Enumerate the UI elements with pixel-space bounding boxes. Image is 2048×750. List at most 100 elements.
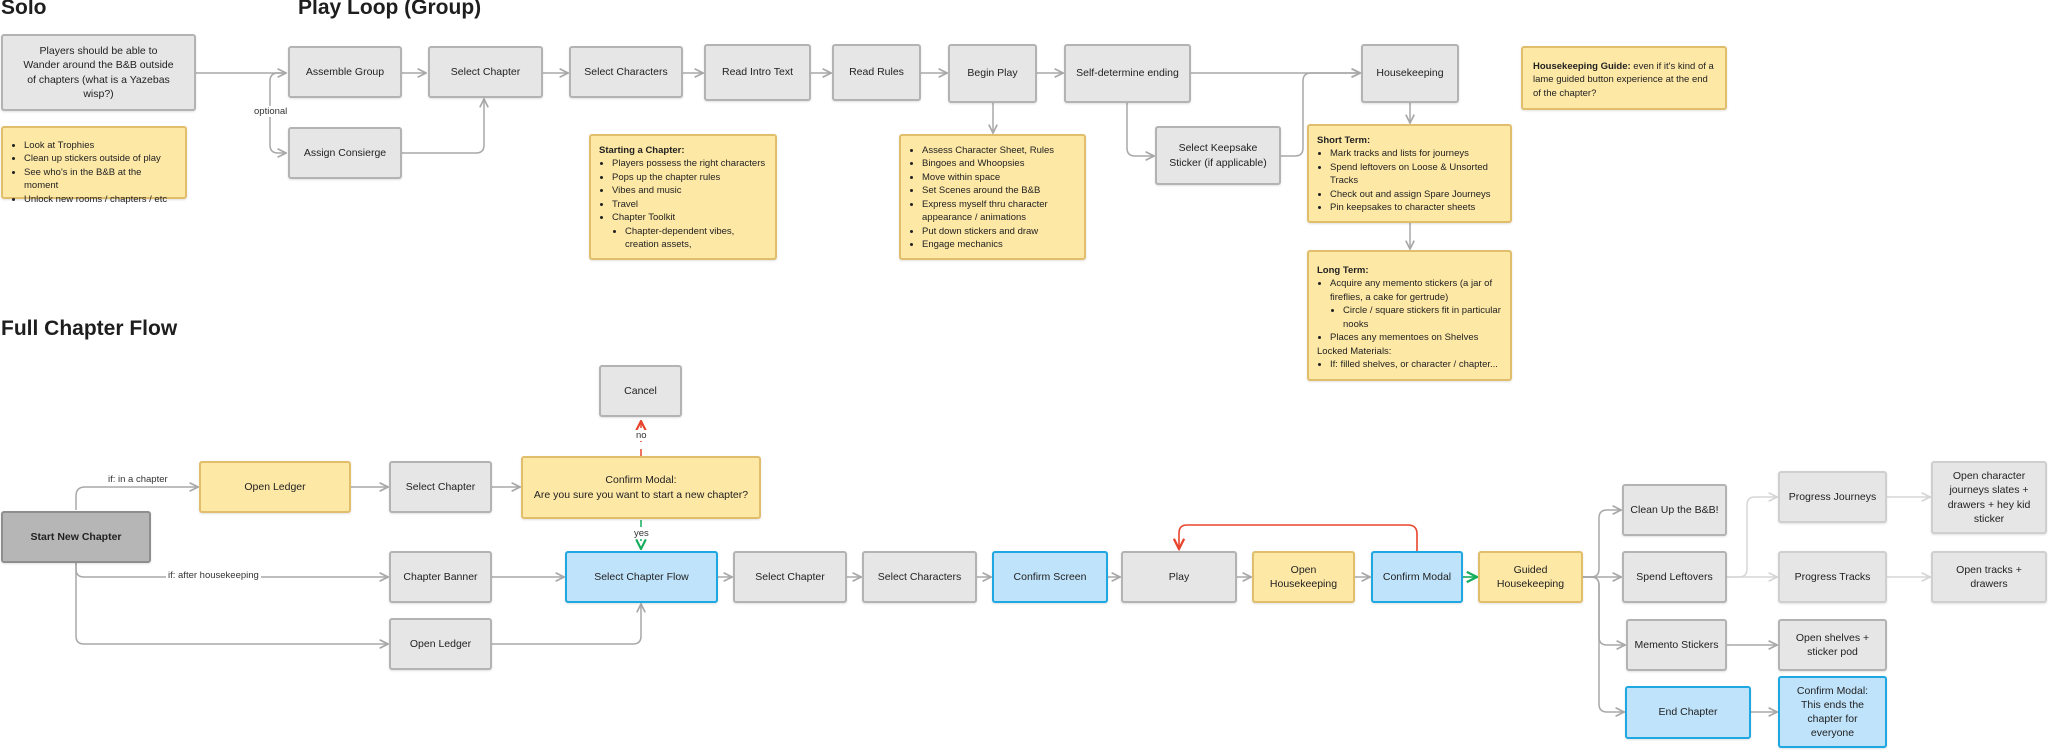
- housekeeping-node[interactable]: Housekeeping: [1361, 44, 1459, 103]
- begin-play-notes-list: Assess Character Sheet, Rules Bingoes an…: [909, 144, 1076, 252]
- select-chapter-node[interactable]: Select Chapter: [428, 46, 543, 98]
- assemble-group-node[interactable]: Assemble Group: [288, 46, 402, 98]
- starting-chapter-list: Players possess the right characters Pop…: [599, 157, 767, 251]
- housekeeping-guide-note[interactable]: Housekeeping Guide: even if it's kind of…: [1521, 46, 1727, 110]
- solo-note-item: Unlock new rooms / chapters / etc: [24, 193, 177, 206]
- spend-leftovers-node[interactable]: Spend Leftovers: [1622, 551, 1727, 603]
- memento-stickers-node[interactable]: Memento Stickers: [1626, 619, 1727, 671]
- edge-confirmmodal-back-to-play: [1179, 524, 1418, 551]
- begin-play-notes[interactable]: Assess Character Sheet, Rules Bingoes an…: [899, 134, 1086, 260]
- locked-materials-item: If: filled shelves, or character / chapt…: [1330, 358, 1502, 371]
- edge-guided-to-end: [1583, 576, 1624, 712]
- assign-consierge-node[interactable]: Assign Consierge: [288, 127, 402, 179]
- long-term-list: Acquire any memento stickers (a jar of f…: [1317, 277, 1502, 344]
- select-keepsake-node[interactable]: Select Keepsake Sticker (if applicable): [1155, 126, 1281, 185]
- open-ledger-node[interactable]: Open Ledger: [199, 461, 351, 513]
- select-chapter-flow-node[interactable]: Select Chapter Flow: [565, 551, 718, 603]
- short-term-item: Pin keepsakes to character sheets: [1330, 201, 1502, 214]
- starting-chapter-item: Vibes and music: [612, 184, 767, 197]
- solo-note-item: See who's in the B&B at the moment: [24, 166, 177, 193]
- starting-chapter-item: Travel: [612, 198, 767, 211]
- long-term-item: Places any mementoes on Shelves: [1330, 331, 1502, 344]
- starting-chapter-subitem: Chapter-dependent vibes, creation assets…: [625, 225, 767, 252]
- confirm-start-modal-title: Confirm Modal:: [605, 474, 677, 487]
- solo-notes[interactable]: Look at Trophies Clean up stickers outsi…: [1, 126, 187, 205]
- short-term-list: Mark tracks and lists for journeys Spend…: [1317, 147, 1502, 214]
- starting-chapter-item-label: Chapter Toolkit: [612, 212, 676, 224]
- solo-notes-list: Look at Trophies Clean up stickers outsi…: [11, 139, 177, 206]
- long-term-item: Acquire any memento stickers (a jar of f…: [1330, 277, 1502, 331]
- confirm-start-modal-text: Are you sure you want to start a new cha…: [533, 488, 749, 501]
- edge-openledger2-to-flow: [492, 604, 641, 645]
- open-shelves-node[interactable]: Open shelves + sticker pod: [1778, 619, 1887, 671]
- progress-journeys-node[interactable]: Progress Journeys: [1778, 471, 1887, 523]
- begin-play-note-item: Express myself thru character appearance…: [922, 198, 1076, 225]
- starting-chapter-item: Players possess the right characters: [612, 157, 767, 170]
- open-ledger-node-2[interactable]: Open Ledger: [389, 618, 492, 670]
- begin-play-note-item: Assess Character Sheet, Rules: [922, 144, 1076, 157]
- long-term-note[interactable]: Long Term: Acquire any memento stickers …: [1307, 250, 1512, 381]
- self-determine-ending-node[interactable]: Self-determine ending: [1064, 44, 1191, 103]
- guided-housekeeping-node[interactable]: Guided Housekeeping: [1478, 551, 1583, 603]
- select-chapter-node-3[interactable]: Select Chapter: [733, 551, 847, 603]
- heading-solo: Solo: [1, 0, 47, 19]
- confirm-start-modal-node[interactable]: Confirm Modal: Are you sure you want to …: [521, 456, 761, 519]
- begin-play-node[interactable]: Begin Play: [948, 44, 1037, 103]
- edge-selfdetermine-to-keepsake: [1126, 103, 1154, 156]
- short-term-title: Short Term:: [1317, 135, 1371, 146]
- confirm-end-modal-text: This ends the chapter for everyone: [1800, 698, 1865, 740]
- confirm-modal-node[interactable]: Confirm Modal: [1371, 551, 1463, 603]
- clean-up-node[interactable]: Clean Up the B&B!: [1622, 484, 1727, 536]
- confirm-screen-node[interactable]: Confirm Screen: [992, 551, 1108, 603]
- select-chapter-node-2[interactable]: Select Chapter: [389, 461, 492, 513]
- yes-label: yes: [632, 528, 651, 539]
- short-term-item: Spend leftovers on Loose & Unsorted Trac…: [1330, 161, 1502, 188]
- long-term-title: Long Term:: [1317, 265, 1369, 276]
- edge-guided-to-cleanup: [1583, 510, 1621, 578]
- housekeeping-guide-title: Housekeeping Guide:: [1533, 61, 1631, 72]
- read-rules-node[interactable]: Read Rules: [832, 44, 921, 101]
- select-characters-node[interactable]: Select Characters: [569, 46, 683, 98]
- starting-chapter-item: Pops up the chapter rules: [612, 171, 767, 184]
- begin-play-note-item: Put down stickers and draw: [922, 225, 1076, 238]
- confirm-end-modal-node[interactable]: Confirm Modal: This ends the chapter for…: [1778, 676, 1887, 748]
- no-label: no: [634, 430, 649, 441]
- housekeeping-guide-text: even if it's kind of a lame guided butto…: [1533, 61, 1714, 99]
- long-term-subitem: Circle / square stickers fit in particul…: [1343, 304, 1502, 331]
- progress-tracks-node[interactable]: Progress Tracks: [1778, 551, 1887, 603]
- confirm-end-modal-title: Confirm Modal:: [1796, 684, 1869, 697]
- short-term-note[interactable]: Short Term: Mark tracks and lists for jo…: [1307, 124, 1512, 223]
- solo-note-item: Look at Trophies: [24, 139, 177, 152]
- if-in-chapter-label: if: in a chapter: [106, 474, 170, 485]
- short-term-item: Check out and assign Spare Journeys: [1330, 188, 1502, 201]
- edge-keepsake-to-housekeeping: [1281, 73, 1360, 157]
- select-characters-node-2[interactable]: Select Characters: [862, 551, 977, 603]
- open-tracks-node[interactable]: Open tracks + drawers: [1931, 551, 2047, 603]
- open-character-journeys-node[interactable]: Open character journeys slates + drawers…: [1931, 461, 2047, 534]
- starting-chapter-note[interactable]: Starting a Chapter: Players possess the …: [589, 134, 777, 260]
- begin-play-note-item: Set Scenes around the B&B: [922, 184, 1076, 197]
- heading-play-loop: Play Loop (Group): [298, 0, 482, 19]
- play-node[interactable]: Play: [1121, 551, 1237, 603]
- starting-chapter-sublist: Chapter-dependent vibes, creation assets…: [612, 225, 767, 252]
- cancel-node[interactable]: Cancel: [599, 365, 682, 417]
- end-chapter-node[interactable]: End Chapter: [1625, 686, 1751, 739]
- start-new-chapter-node[interactable]: Start New Chapter: [1, 511, 151, 563]
- long-term-item-label: Acquire any memento stickers (a jar of f…: [1330, 278, 1493, 303]
- short-term-item: Mark tracks and lists for journeys: [1330, 147, 1502, 160]
- wander-node[interactable]: Players should be able to Wander around …: [1, 34, 196, 111]
- starting-chapter-item: Chapter Toolkit Chapter-dependent vibes,…: [612, 211, 767, 251]
- begin-play-note-item: Bingoes and Whoopsies: [922, 157, 1076, 170]
- open-housekeeping-node[interactable]: Open Housekeeping: [1252, 551, 1355, 603]
- optional-label: optional: [252, 106, 290, 117]
- locked-materials-title: Locked Materials:: [1317, 345, 1392, 357]
- if-after-housekeeping-label: if: after housekeeping: [166, 570, 261, 581]
- edge-start-to-openledger2: [75, 563, 388, 644]
- edge-consierge-to-selectchapter: [402, 99, 484, 154]
- begin-play-note-item: Engage mechanics: [922, 238, 1076, 251]
- chapter-banner-node[interactable]: Chapter Banner: [389, 551, 492, 603]
- read-intro-text-node[interactable]: Read Intro Text: [704, 44, 811, 101]
- starting-chapter-title: Starting a Chapter:: [599, 145, 685, 156]
